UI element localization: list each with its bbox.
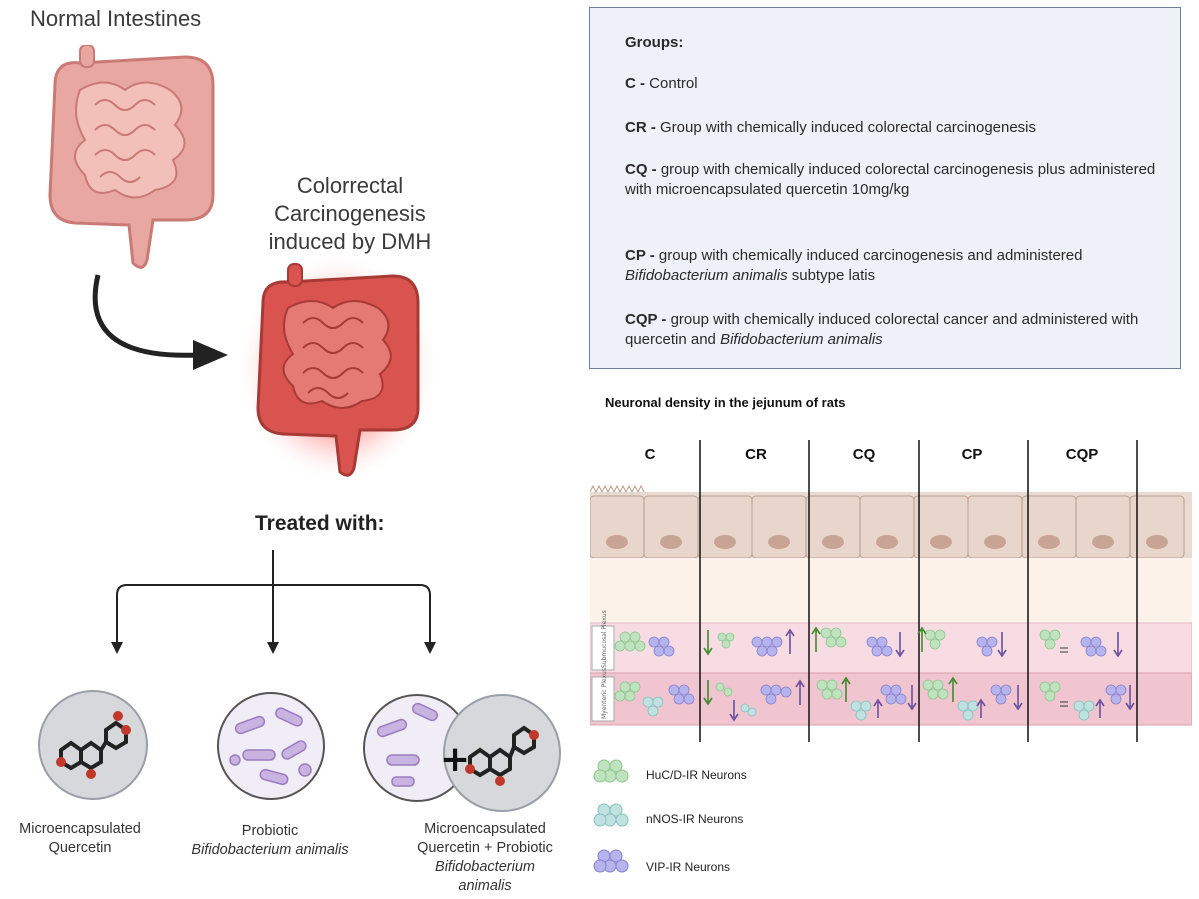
column-label-cp: CP [961,446,983,463]
probiotic-bacteria-icon [217,692,325,800]
group-cp: CP - group with chemically induced carci… [625,247,1083,284]
crc-title: Colorrectal Carcinogenesis induced by DM… [268,173,432,254]
group-c: C - Control [625,75,698,92]
legend-swatches [593,759,629,873]
column-label-cr: CR [745,446,767,463]
legend-hucd-label: HuC/D-IR Neurons [646,768,747,782]
normal-intestines-title: Normal Intestines [30,6,202,31]
legend-nnos-label: nNOS-IR Neurons [646,812,744,826]
combined-treatment-icon: + [363,694,561,812]
quercetin-capsule-icon [38,690,148,800]
treatment-caption-combined: Microencapsulated Quercetin + Probiotic … [417,821,553,894]
epithelial-layer [590,484,1192,559]
neuron-clusters [614,627,1127,721]
column-label-cqp: CQP [1065,446,1099,463]
column-label-c: C [644,446,656,463]
jejunum-tissue-diagram: Submucosal Plexus Myenteric Plexus [590,440,1192,742]
group-cq: CQ - group with chemically induced color… [625,161,1156,198]
legend-vip-label: VIP-IR Neurons [646,860,731,874]
groups-legend-box: Groups: C - Control CR - Group with chem… [589,7,1181,369]
column-label-cq: CQ [852,446,876,463]
treatment-caption-probiotic: Probiotic Bifidobacterium animalis [191,823,349,858]
groups-heading: Groups: [625,34,684,51]
progression-arrow [92,274,228,370]
neuronal-density-title: Neuronal density in the jejunum of rats [605,395,846,410]
lamina-propria-layer [590,558,1192,623]
group-cqp: CQP - group with chemically induced colo… [625,311,1139,348]
treatment-caption-quercetin: Microencapsulated Quercetin [19,821,141,856]
plexus-label-myenteric: Myenteric Plexus [601,668,608,719]
treatment-branch-arrows [111,550,436,654]
plus-icon: + [440,739,470,780]
group-cr: CR - Group with chemically induced color… [625,119,1037,136]
crc-intestine-illustration [238,258,438,483]
normal-intestine-illustration [48,45,215,269]
treated-with-title: Treated with: [255,512,385,535]
plexus-label-submucosal: Submucosal Plexus [601,610,608,668]
